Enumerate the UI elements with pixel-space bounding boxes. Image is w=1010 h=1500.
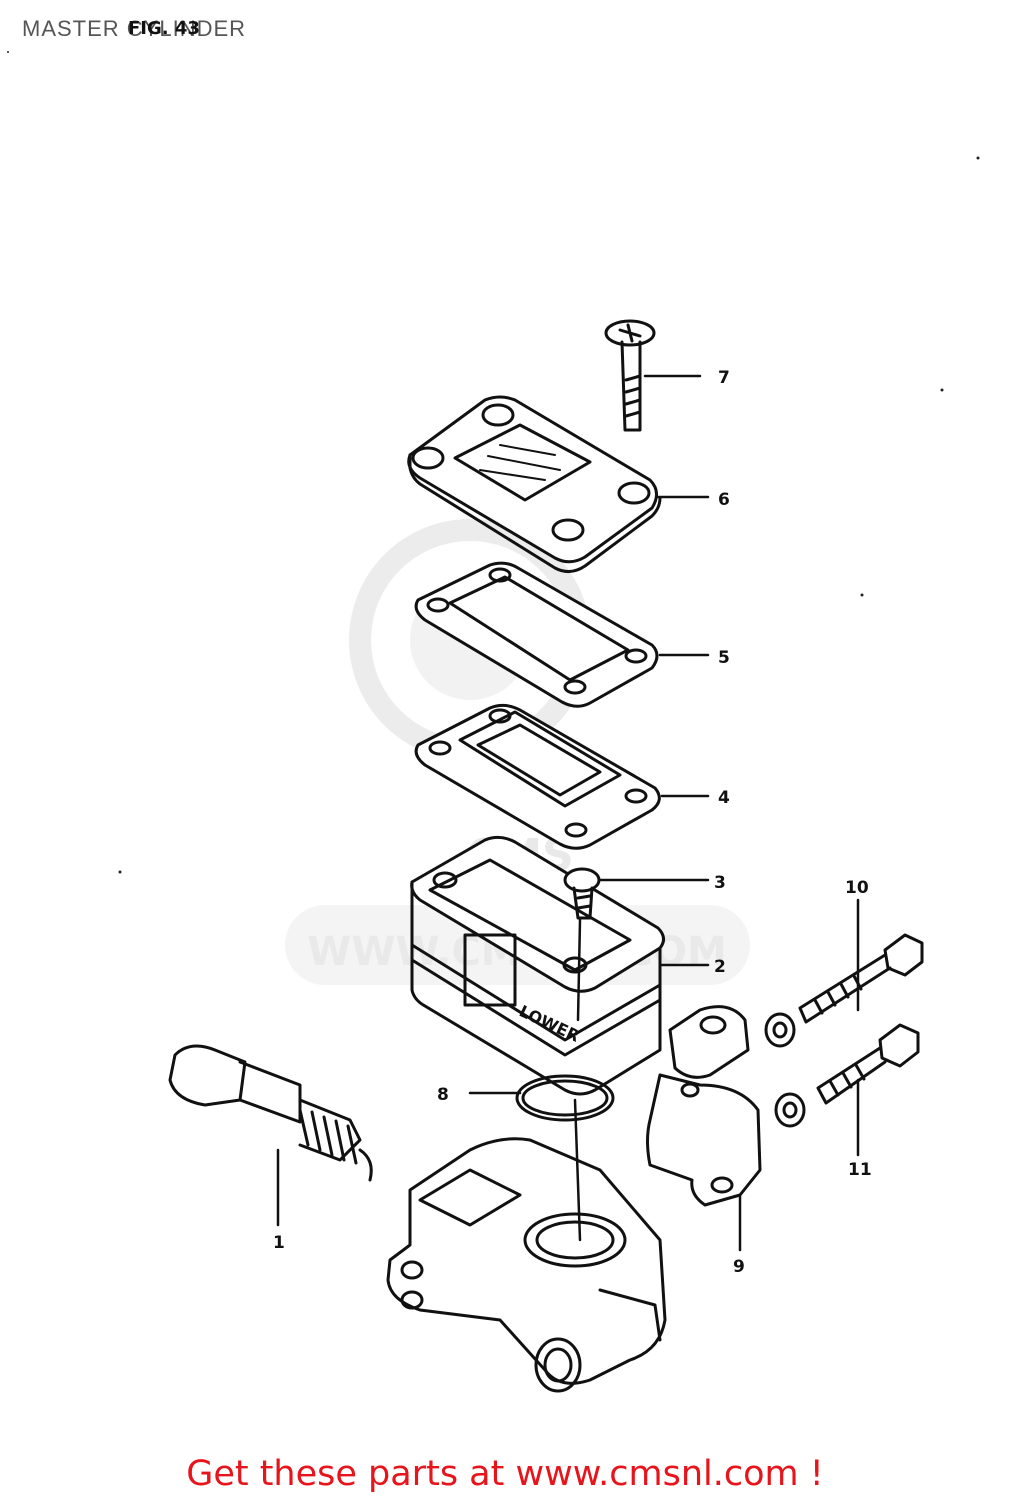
screw-7	[604, 319, 656, 432]
scan-specks	[7, 51, 980, 874]
bolt-10	[764, 933, 924, 1048]
o-ring-8	[515, 1074, 615, 1122]
callout-2: 2	[714, 957, 726, 977]
figure-label: FIG. 43	[128, 18, 200, 39]
diaphragm-4	[414, 703, 661, 850]
callout-4: 4	[718, 788, 730, 808]
callout-10: 10	[845, 878, 869, 898]
exploded-parts-diagram: CMS WWW.CMSNL.COM	[7, 51, 980, 1393]
callout-6: 6	[718, 490, 730, 510]
callout-5: 5	[718, 648, 730, 668]
callout-11: 11	[848, 1160, 872, 1180]
plate-5	[414, 561, 659, 708]
clamp-9	[646, 1005, 762, 1207]
bolt-11	[774, 1023, 920, 1128]
callout-8: 8	[437, 1085, 449, 1105]
callout-3: 3	[714, 873, 726, 893]
callout-9: 9	[733, 1257, 745, 1277]
page-title: MASTER CYLINDER	[22, 16, 247, 41]
callout-7: 7	[718, 368, 730, 388]
footer-parts-link[interactable]: Get these parts at www.cmsnl.com !	[186, 1454, 824, 1494]
leader-lines	[276, 374, 860, 1252]
callout-1: 1	[273, 1233, 285, 1253]
reservoir-cap-6	[407, 395, 662, 573]
reservoir-2	[410, 835, 665, 1096]
reservoir-marking: LOWER	[516, 1001, 582, 1045]
piston-assembly-1	[168, 1044, 373, 1182]
master-cylinder-body	[386, 1137, 667, 1393]
